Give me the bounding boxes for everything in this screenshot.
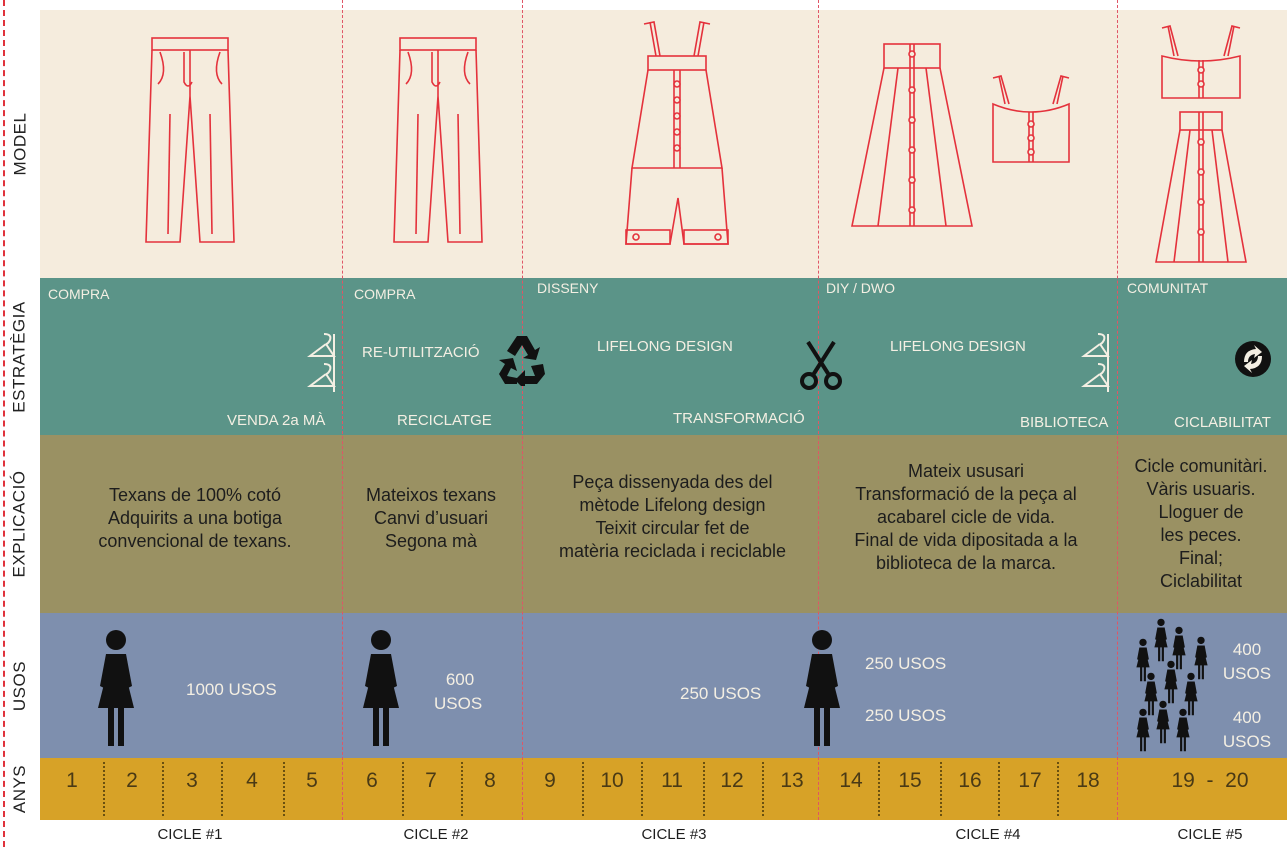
strategy-c1-bottom: VENDA 2a MÀ (227, 412, 326, 429)
left-dashed-border (3, 0, 5, 847)
uses-c5a-value: 400 (1232, 640, 1262, 659)
year-separator (402, 762, 404, 816)
cycle-5-label: CICLE #5 (1177, 826, 1243, 843)
cycle-separator (522, 0, 523, 820)
strategy-c4-top: DIY / DWO (826, 280, 895, 296)
year-separator (103, 762, 105, 816)
strategy-c1-top: COMPRA (48, 286, 110, 302)
strategy-c2-top: COMPRA (354, 286, 416, 302)
jeans-icon (393, 37, 483, 243)
uses-c5a-unit: USOS (1222, 664, 1272, 683)
uses-c2-unit: USOS (434, 694, 483, 713)
year-16: 16 (958, 769, 982, 792)
row-label-uses: USOS (10, 660, 29, 711)
uses-c5b-unit: USOS (1222, 732, 1272, 751)
strategy-c5-top: COMUNITAT (1127, 280, 1209, 296)
year-14: 14 (839, 769, 863, 792)
crop-top-and-skirt-icon (1155, 25, 1247, 263)
uses-row (40, 613, 1287, 758)
year-separator (162, 762, 164, 816)
uses-c4-first: 250 USOS (865, 654, 947, 673)
strategy-c3-top: DISSENY (537, 280, 599, 296)
year-separator (221, 762, 223, 816)
cycle-separator (818, 0, 819, 820)
year-6: 6 (366, 769, 378, 792)
uses-c3: 250 USOS (680, 684, 762, 703)
strategy-c2-mid: RE-UTILITZACIÓ (362, 344, 480, 361)
years-row (40, 758, 1287, 820)
year-10: 10 (600, 769, 624, 792)
woman-icon (92, 628, 140, 748)
green-dot-icon (1235, 341, 1271, 377)
strategy-c4-mid: LIFELONG DESIGN (890, 338, 1026, 355)
uses-c1: 1000 USOS (186, 680, 277, 699)
dungarees-icon (625, 21, 729, 245)
strategy-c3-mid: LIFELONG DESIGN (597, 338, 733, 355)
year-separator (762, 762, 764, 816)
woman-icon (798, 628, 846, 748)
year-separator (703, 762, 705, 816)
row-label-years: ANYS (10, 764, 30, 814)
year-1: 1 (66, 769, 78, 792)
people-group-icon (1136, 618, 1208, 752)
year-separator (461, 762, 463, 816)
uses-c5b-value: 400 (1232, 708, 1262, 727)
year-13: 13 (780, 769, 804, 792)
strategy-c5-bottom: CICLABILITAT (1174, 414, 1271, 431)
year-9: 9 (544, 769, 556, 792)
recycle-icon (499, 336, 545, 386)
year-separator (641, 762, 643, 816)
strategy-c4-bottom: BIBLIOTECA (1020, 414, 1109, 431)
crop-top-icon (992, 75, 1070, 163)
year-2: 2 (126, 769, 138, 792)
cycle-2-label: CICLE #2 (403, 826, 469, 843)
year-separator (940, 762, 942, 816)
year-separator (1057, 762, 1059, 816)
hanger-icon (307, 333, 336, 392)
woman-icon (357, 628, 405, 748)
cycle-3-label: CICLE #3 (641, 826, 707, 843)
strategy-c2-bottom: RECICLATGE (397, 412, 492, 429)
year-4: 4 (246, 769, 258, 792)
explanation-row (40, 435, 1287, 613)
year-11: 11 (661, 769, 683, 792)
year-19-20: 19 - 20 (1171, 769, 1249, 792)
year-separator (582, 762, 584, 816)
row-label-explanation: EXPLICACIÓ (10, 470, 30, 578)
strategy-c3-bottom: TRANSFORMACIÓ (673, 410, 805, 427)
row-label-model: MODEL (10, 112, 29, 176)
strategy-row (40, 278, 1287, 435)
year-separator (283, 762, 285, 816)
row-label-strategy: ESTRATÈGIA (10, 300, 29, 413)
model-row (40, 10, 1287, 278)
year-separator (878, 762, 880, 816)
cycle-separator (342, 0, 343, 820)
year-15: 15 (898, 769, 922, 792)
year-18: 18 (1076, 769, 1100, 792)
year-3: 3 (186, 769, 198, 792)
year-17: 17 (1018, 769, 1042, 792)
cycle-1-label: CICLE #1 (157, 826, 223, 843)
year-separator (998, 762, 1000, 816)
explanation-c5: Cicle comunitàri.Vàris usuaris.Lloguer d… (1134, 456, 1268, 591)
uses-c2-value: 600 (445, 670, 475, 689)
year-12: 12 (720, 769, 744, 792)
cycle-4-label: CICLE #4 (955, 826, 1021, 843)
year-8: 8 (484, 769, 496, 792)
skirt-icon (851, 43, 973, 227)
scissors-icon (800, 340, 842, 390)
year-7: 7 (425, 769, 437, 792)
uses-c4-second: 250 USOS (865, 706, 947, 725)
jeans-icon (145, 37, 235, 243)
hanger-icon (1081, 333, 1110, 392)
year-5: 5 (306, 769, 318, 792)
cycle-separator (1117, 0, 1118, 820)
